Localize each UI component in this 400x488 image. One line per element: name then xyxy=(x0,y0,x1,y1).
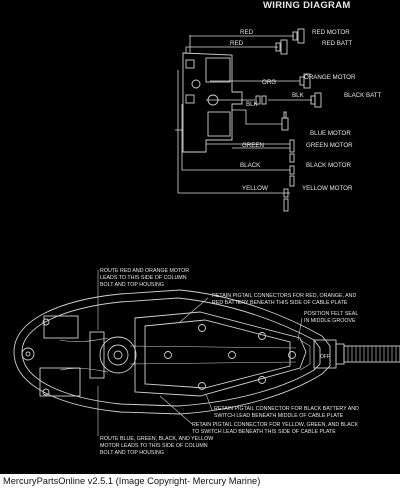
note-retain-black: RETAIN PIGTAIL CONNECTOR FOR BLACK BATTE… xyxy=(214,406,359,419)
wire-label-blk-2: BLK xyxy=(292,92,305,99)
svg-text:LEADS TO THIS SIDE OF COLUMN: LEADS TO THIS SIDE OF COLUMN xyxy=(100,275,187,281)
svg-text:BOLT AND TOP HOUSING: BOLT AND TOP HOUSING xyxy=(100,450,164,456)
connector-green-motor xyxy=(289,139,295,163)
note-retain-pigtail-red: RETAIN PIGTAIL CONNECTORS FOR RED, ORANG… xyxy=(212,293,356,306)
connector-red-batt xyxy=(275,39,288,55)
diagram-svg: WIRING DIAGRAM xyxy=(13,0,400,456)
connector-orange-motor xyxy=(299,73,311,89)
motor-housing-drawing xyxy=(13,289,400,415)
connector-black-batt xyxy=(310,92,322,108)
wire-label-blue-motor: BLUE MOTOR xyxy=(310,130,351,137)
connector-red-motor xyxy=(292,28,305,44)
svg-text:TO SWITCH LEAD BENEATH THIS SI: TO SWITCH LEAD BENEATH THIS SIDE OF CABL… xyxy=(192,429,336,435)
off-label: OFF xyxy=(320,354,330,360)
note-retain-yellow-green-black: RETAIN PIGTAIL CONNECTOR FOR YELLOW, GRE… xyxy=(192,422,358,435)
wire-label-orange-motor: ORANGE MOTOR xyxy=(304,74,356,81)
svg-text:ROUTE BLUE, GREEN, BLACK, AND: ROUTE BLUE, GREEN, BLACK, AND YELLOW xyxy=(100,436,213,442)
connector-blk xyxy=(255,95,267,105)
svg-text:IN MIDDLE GROOVE: IN MIDDLE GROOVE xyxy=(304,318,356,324)
svg-text:POSITION FELT SEAL: POSITION FELT SEAL xyxy=(304,311,358,317)
svg-text:MOTOR LEADS TO THIS SIDE OF CO: MOTOR LEADS TO THIS SIDE OF COLUMN xyxy=(100,443,208,449)
wire-label-black: BLACK xyxy=(240,162,261,169)
connector-blue-motor xyxy=(281,111,289,131)
wire-label-red-motor: RED MOTOR xyxy=(312,29,350,36)
wire-label-red-top: RED xyxy=(230,40,244,47)
wire-label-black-batt: BLACK BATT xyxy=(344,92,382,99)
svg-text:RETAIN PIGTAIL CONNECTOR FOR Y: RETAIN PIGTAIL CONNECTOR FOR YELLOW, GRE… xyxy=(192,422,358,428)
svg-text:RETAIN PIGTAIL CONNECTOR FOR B: RETAIN PIGTAIL CONNECTOR FOR BLACK BATTE… xyxy=(214,406,359,412)
wire-label-red-batt: RED BATT xyxy=(322,40,352,47)
diagram-title: WIRING DIAGRAM xyxy=(263,0,351,11)
note-felt-seal: POSITION FELT SEAL IN MIDDLE GROOVE xyxy=(304,311,358,324)
connector-black-motor xyxy=(289,165,295,187)
wire-label-yellow-motor: YELLOW MOTOR xyxy=(302,185,353,192)
svg-text:SWITCH LEAD BENEATH MIDDLE OF: SWITCH LEAD BENEATH MIDDLE OF CABLE PLAT… xyxy=(214,413,344,419)
wire-label-red: RED xyxy=(240,29,254,36)
wire-label-yellow: YELLOW xyxy=(242,185,268,192)
wire-label-blk-1: BLK xyxy=(246,101,259,108)
wire-label-org: ORG xyxy=(262,79,276,86)
wiring-diagram-image: WIRING DIAGRAM xyxy=(0,0,400,474)
wire-label-black-motor: BLACK MOTOR xyxy=(306,162,351,169)
svg-text:RED BATTERY BENEATH THIS SIDE: RED BATTERY BENEATH THIS SIDE OF CABLE P… xyxy=(212,300,348,306)
image-caption: MercuryPartsOnline v2.5.1 (Image Copyrig… xyxy=(3,476,261,486)
svg-text:RETAIN PIGTAIL CONNECTORS FOR: RETAIN PIGTAIL CONNECTORS FOR RED, ORANG… xyxy=(212,293,356,299)
wire-label-green-motor: GREEN MOTOR xyxy=(306,142,353,149)
note-route-blue-green: ROUTE BLUE, GREEN, BLACK, AND YELLOW MOT… xyxy=(100,436,213,456)
wire-label-green: GREEN xyxy=(242,142,264,149)
svg-text:BOLT AND TOP HOUSING: BOLT AND TOP HOUSING xyxy=(100,282,164,288)
svg-text:ROUTE RED AND ORANGE MOTOR: ROUTE RED AND ORANGE MOTOR xyxy=(100,268,189,274)
note-route-red-orange: ROUTE RED AND ORANGE MOTOR LEADS TO THIS… xyxy=(100,268,189,288)
switch-box xyxy=(182,52,243,153)
connector-yellow-motor xyxy=(283,188,289,212)
